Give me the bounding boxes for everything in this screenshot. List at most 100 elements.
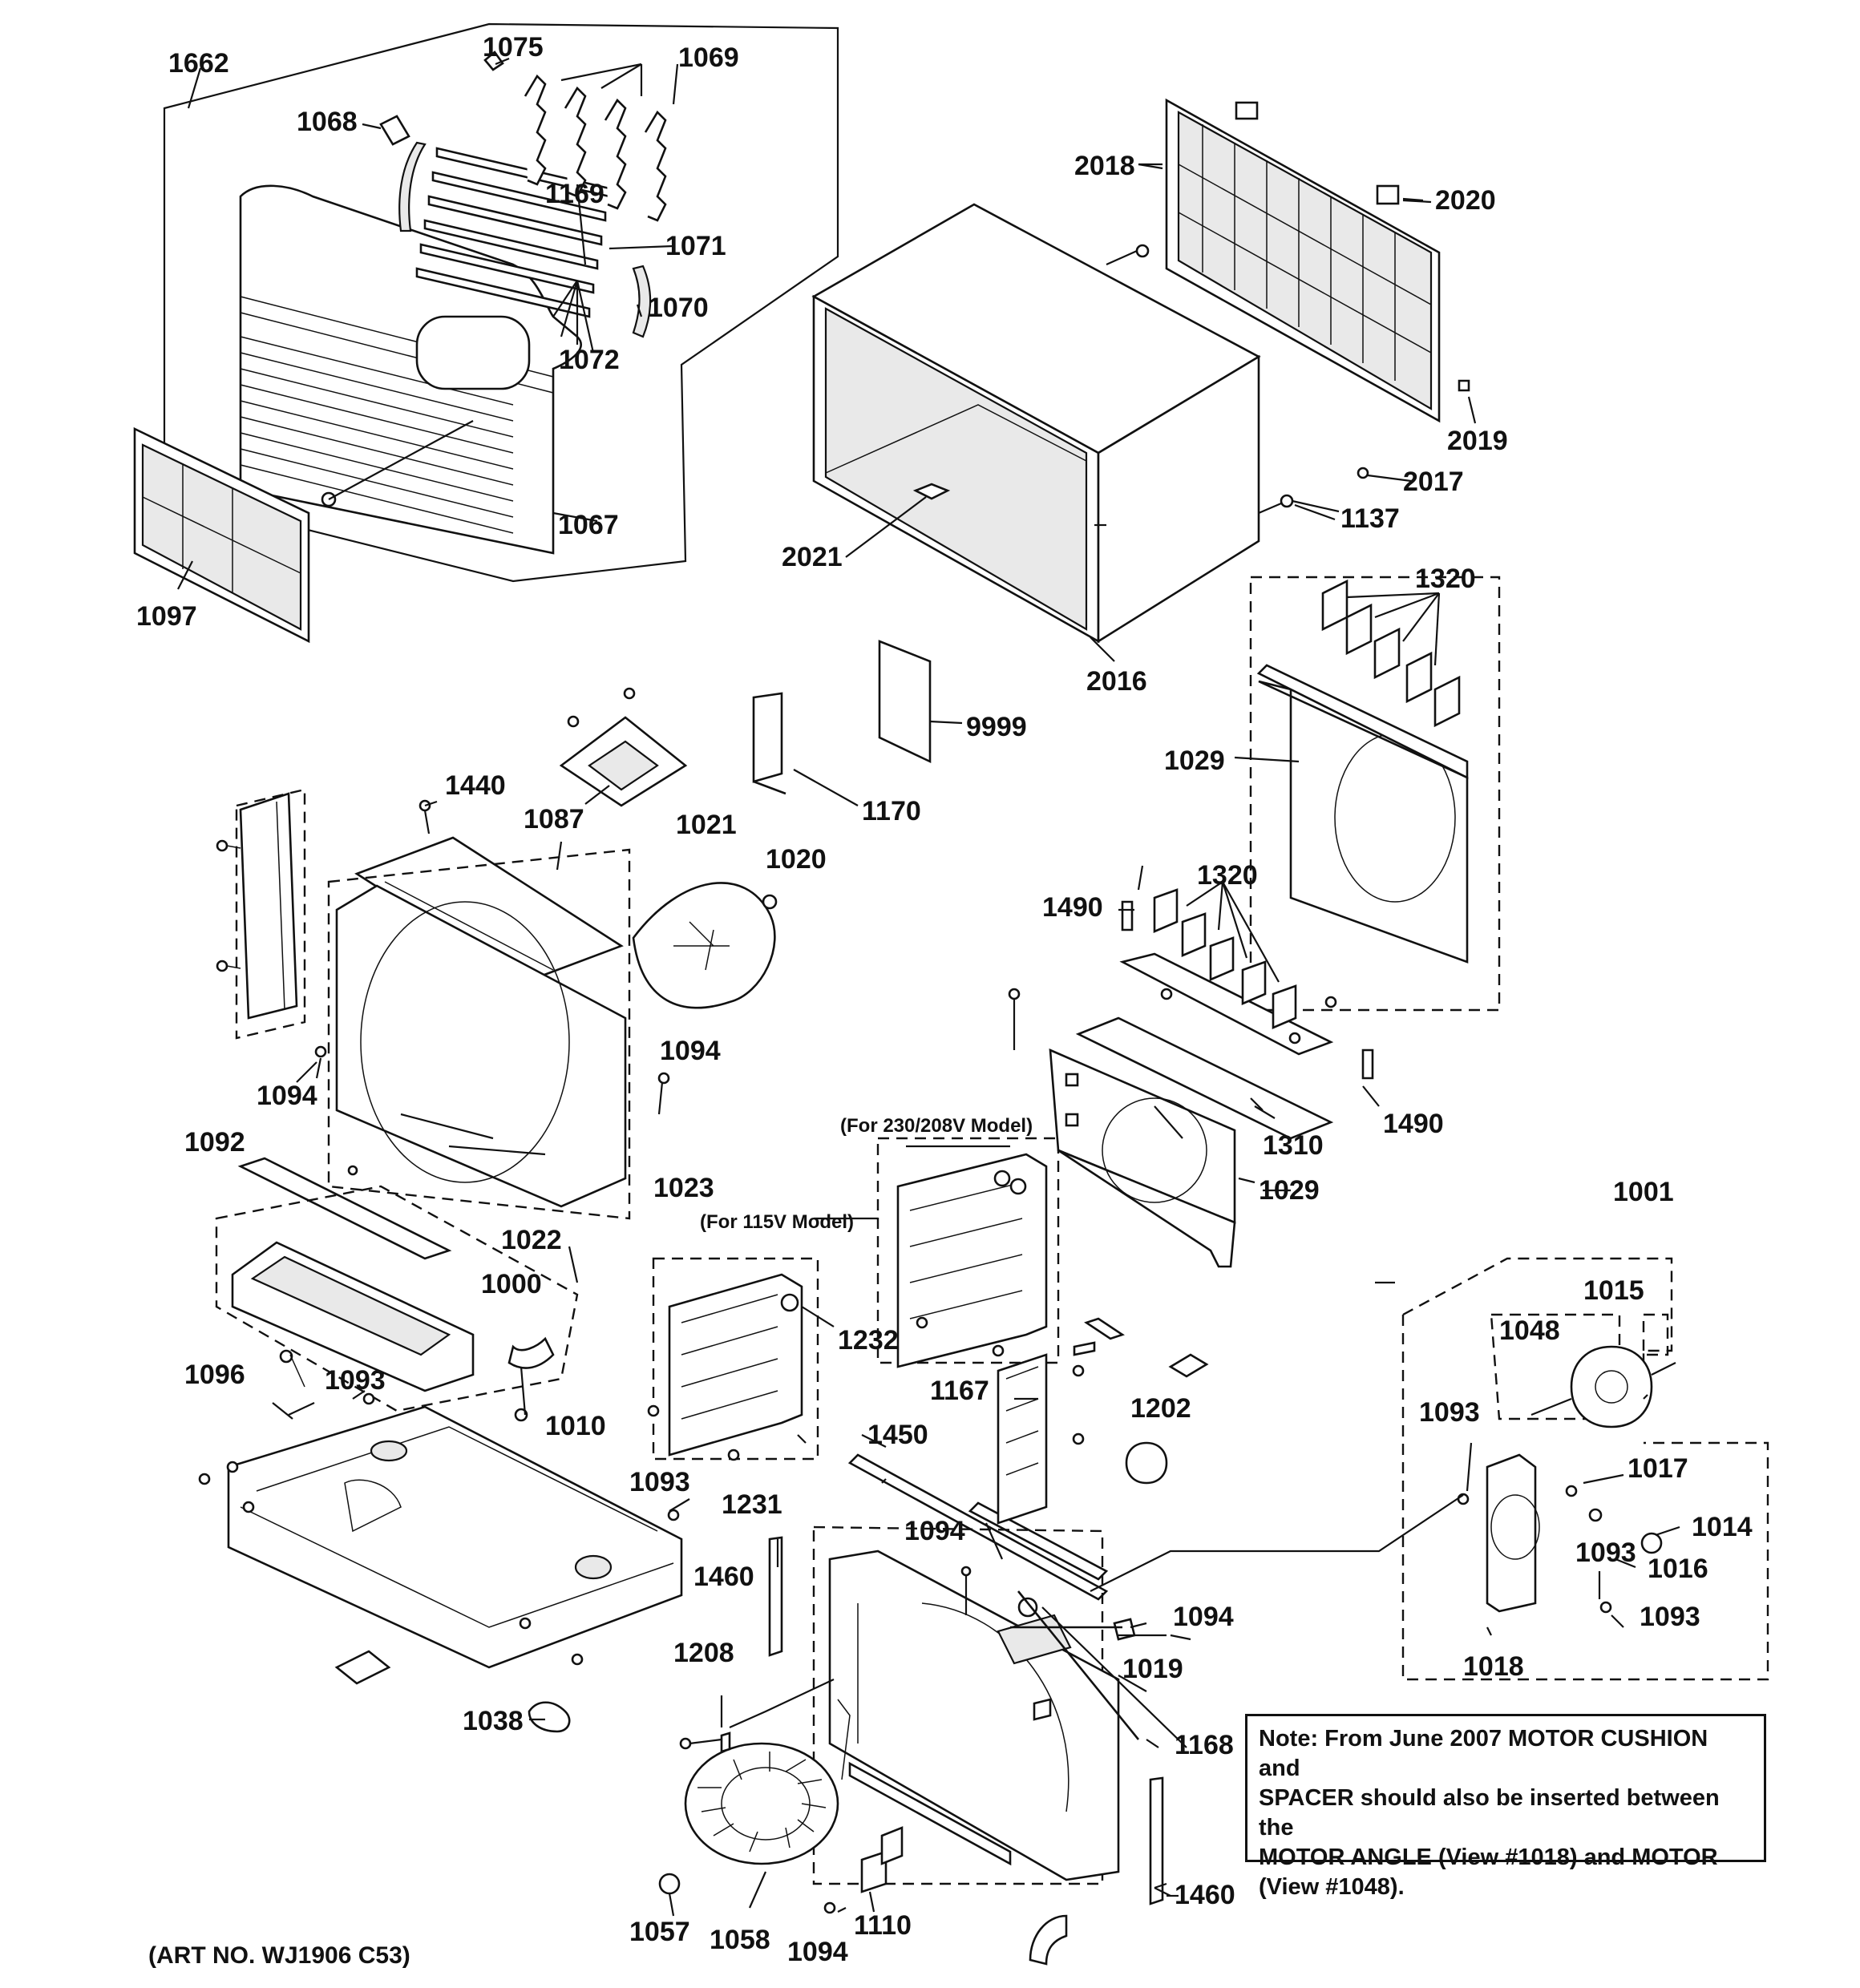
knob-1202-icon [1125, 1441, 1168, 1485]
condenser-shroud-upper [1234, 576, 1501, 1012]
label-1016: 1016 [1648, 1554, 1708, 1584]
label-1096: 1096 [184, 1360, 245, 1390]
label-1110: 1110 [854, 1910, 912, 1941]
caption-115v-model: (For 115V Model) [700, 1211, 855, 1233]
louver-slats [415, 147, 611, 318]
label-1170: 1170 [862, 796, 921, 826]
label-1023: 1023 [653, 1173, 714, 1203]
label-1072: 1072 [559, 345, 620, 375]
front-grille-assembly [133, 22, 839, 644]
cushion-icon [1029, 1914, 1068, 1966]
note-box: Note: From June 2007 MOTOR CUSHION and S… [1245, 1714, 1766, 1900]
label-1001: 1001 [1613, 1177, 1674, 1207]
label-1069: 1069 [678, 42, 739, 73]
label-1010: 1010 [545, 1411, 606, 1441]
label-1310: 1310 [1263, 1130, 1324, 1161]
label-1075: 1075 [483, 32, 544, 63]
label-2017: 2017 [1403, 467, 1464, 497]
label-1020: 1020 [766, 844, 827, 875]
label-1092: 1092 [184, 1127, 245, 1158]
label-1094-mid: 1094 [904, 1516, 965, 1546]
label-1440: 1440 [445, 770, 506, 801]
label-1067: 1067 [558, 510, 619, 540]
label-1019: 1019 [1122, 1654, 1183, 1684]
label-1320-lower: 1320 [1197, 860, 1258, 891]
blower-wheel-group [658, 1341, 1168, 1966]
vane-clips [524, 63, 679, 222]
note-line-1: Note: From June 2007 MOTOR CUSHION and [1259, 1726, 1708, 1781]
label-1094-center: 1094 [660, 1036, 721, 1066]
label-1093-motor-left: 1093 [1419, 1397, 1480, 1428]
label-1208: 1208 [673, 1638, 734, 1668]
label-1093-right: 1093 [629, 1467, 690, 1497]
label-1071: 1071 [665, 231, 726, 261]
label-1029-lower: 1029 [1259, 1175, 1320, 1206]
label-1087: 1087 [524, 804, 584, 834]
label-1018: 1018 [1463, 1651, 1524, 1682]
condenser-shroud-lower [1008, 881, 1374, 1268]
label-1231: 1231 [722, 1489, 782, 1520]
label-1015: 1015 [1583, 1275, 1644, 1306]
label-1232: 1232 [838, 1325, 899, 1356]
label-1017: 1017 [1628, 1453, 1688, 1484]
label-2018: 2018 [1074, 151, 1135, 181]
clip-1075-icon [483, 51, 504, 71]
center-small-parts [559, 640, 963, 807]
leader-lines [272, 163, 1680, 1917]
label-1460-right: 1460 [1175, 1880, 1235, 1910]
label-1070: 1070 [648, 293, 709, 323]
caption-230v-model: (For 230/208V Model) [840, 1115, 1033, 1137]
outer-cabinet [811, 203, 1340, 662]
label-1094-right: 1094 [1173, 1602, 1234, 1632]
label-1168: 1168 [1175, 1730, 1234, 1760]
front-case-louvers [240, 336, 514, 534]
label-1048: 1048 [1499, 1315, 1560, 1346]
label-1038: 1038 [463, 1706, 524, 1736]
note-line-4: (View #1048). [1259, 1874, 1405, 1900]
label-1021: 1021 [676, 810, 737, 840]
label-1058: 1058 [710, 1925, 770, 1955]
label-1490-lower: 1490 [1383, 1109, 1444, 1139]
rear-grille [1138, 98, 1477, 483]
label-1167: 1167 [930, 1376, 989, 1406]
base-pan-group [198, 1157, 683, 1733]
heater-assembly-115v [647, 1257, 835, 1461]
label-1057: 1057 [629, 1917, 690, 1947]
grommet-2021-icon [912, 483, 951, 500]
label-1068: 1068 [297, 107, 358, 137]
label-1320-upper: 1320 [1415, 564, 1476, 594]
art-number: (ART NO. WJ1906 C53) [148, 1942, 410, 1969]
evaporator-shroud-group [216, 788, 778, 1220]
label-1014: 1014 [1692, 1512, 1753, 1542]
label-1000: 1000 [481, 1269, 542, 1299]
label-1450: 1450 [867, 1420, 928, 1450]
label-2019: 2019 [1447, 426, 1508, 456]
label-1094-bottom: 1094 [787, 1937, 848, 1967]
label-1097: 1097 [136, 601, 197, 632]
label-2020: 2020 [1435, 185, 1496, 216]
label-1093-motor-mid: 1093 [1575, 1537, 1636, 1568]
label-9999: 9999 [966, 712, 1027, 742]
label-1093-motor-low: 1093 [1640, 1602, 1700, 1632]
heater-assembly-230v [876, 1137, 1209, 1378]
note-line-2: SPACER should also be inserted between t… [1259, 1785, 1720, 1841]
label-1093-base: 1093 [325, 1365, 386, 1396]
label-2021: 2021 [782, 542, 843, 572]
label-1662: 1662 [168, 48, 229, 79]
label-1169: 1169 [545, 179, 604, 209]
bracket-1068-icon [379, 115, 410, 146]
motor-assembly [1401, 1257, 1769, 1681]
label-2016: 2016 [1086, 666, 1147, 697]
label-1460-left: 1460 [693, 1562, 754, 1592]
clamp-1038-icon [528, 1701, 571, 1733]
label-1094-left: 1094 [257, 1081, 317, 1111]
label-1202: 1202 [1130, 1393, 1191, 1424]
document-9999-icon [878, 640, 932, 764]
label-1029-upper: 1029 [1164, 746, 1225, 776]
air-filter [133, 426, 310, 644]
label-1490-upper: 1490 [1042, 892, 1103, 923]
note-line-3: MOTOR ANGLE (View #1018) and MOTOR [1259, 1845, 1718, 1870]
blower-housing-group [768, 1453, 1464, 1905]
